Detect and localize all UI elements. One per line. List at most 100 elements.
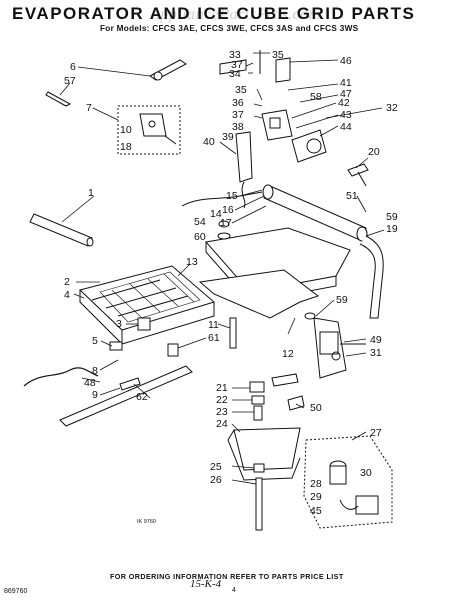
callout-43: 43: [340, 109, 352, 121]
part-34-bracket: [219, 50, 291, 83]
callout-32: 32: [386, 102, 398, 114]
callout-16: 16: [222, 204, 234, 216]
callout-20: 20: [368, 146, 380, 158]
part-7-bracket: [139, 113, 177, 145]
callout-14: 14: [210, 208, 222, 220]
callout-18: 18: [120, 141, 132, 153]
callout-47: 47: [340, 88, 352, 100]
part-21-fitting: [249, 373, 299, 393]
part-62-clip: [119, 377, 141, 391]
callout-37b: 37: [232, 109, 244, 121]
callout-61: 61: [208, 332, 220, 344]
part-50-clip: [287, 395, 305, 411]
part-20-thermostat: [347, 163, 369, 187]
part-38-wiring: [235, 131, 253, 209]
part-1-tube: [29, 213, 93, 247]
callout-7: 7: [86, 102, 92, 114]
part-44-motor: [291, 129, 327, 163]
callout-54: 54: [194, 216, 206, 228]
callout-40: 40: [203, 136, 215, 148]
callout-12: 12: [282, 348, 294, 360]
callout-9: 9: [92, 389, 98, 401]
part-3-heater: [137, 317, 151, 331]
part-9-tube: [59, 365, 193, 427]
part-25-nut: [253, 463, 265, 473]
callout-44: 44: [340, 121, 352, 133]
part-31-water-valve: [313, 317, 366, 379]
callout-31: 31: [370, 347, 382, 359]
callout-6: 6: [70, 61, 76, 73]
ordering-instruction: FOR ORDERING INFORMATION REFER TO PARTS …: [110, 572, 344, 581]
callout-46: 46: [340, 55, 352, 67]
part-19-drain-tube: [359, 235, 384, 319]
callout-59a: 59: [386, 211, 398, 223]
diagram-title: EVAPORATOR AND ICE CUBE GRID PARTS: [12, 4, 416, 23]
callout-37a: 37: [231, 59, 243, 71]
part-6-bracket: [149, 59, 187, 81]
part-42-switch: [261, 109, 293, 141]
callout-41: 41: [340, 77, 352, 89]
part-24-fill-cup: [227, 427, 301, 481]
callout-29: 29: [310, 491, 322, 503]
callout-36: 36: [232, 97, 244, 109]
callout-57: 57: [64, 75, 76, 87]
part-13-grid-tray: [79, 265, 216, 346]
callout-62: 62: [136, 391, 148, 403]
callout-8: 8: [92, 365, 98, 377]
callout-26: 26: [210, 474, 222, 486]
part-5-connector: [109, 341, 123, 351]
part-30-box: [355, 495, 379, 515]
callout-59b: 59: [336, 294, 348, 306]
callout-34: 34: [229, 68, 241, 80]
part-11-rod: [229, 317, 237, 349]
callout-19: 19: [386, 223, 398, 235]
part-22-nut: [251, 395, 265, 405]
callout-13: 13: [186, 256, 198, 268]
part-15-wire: [181, 191, 263, 207]
callout-35a: 35: [272, 49, 284, 61]
part-59-washer: [304, 312, 316, 320]
page-number: 4: [232, 587, 236, 594]
part-23-tube: [253, 405, 263, 421]
callout-15: 15: [226, 190, 238, 202]
callout-58: 58: [310, 91, 322, 103]
part-45-wire: [339, 499, 359, 510]
callout-22: 22: [216, 394, 228, 406]
callout-48: 48: [84, 377, 96, 389]
part-60-nut: [217, 220, 231, 240]
callout-11: 11: [208, 319, 219, 331]
callout-21: 21: [216, 382, 228, 394]
callout-4: 4: [64, 289, 70, 301]
part-48-wire-harness: [23, 367, 99, 387]
callout-25: 25: [210, 461, 222, 473]
callout-42: 42: [338, 97, 350, 109]
part-27-group-outline: [303, 435, 393, 529]
part-12-chute: [198, 269, 320, 319]
callout-35b: 35: [235, 84, 247, 96]
watermark: AppliancePartsPros.com: [150, 6, 321, 23]
callout-28: 28: [310, 478, 322, 490]
figure-reference: IK 9760: [137, 519, 156, 525]
callouts: 6 57 7 10 18 33 35 37 34 46 41 47 35 58 …: [64, 49, 398, 517]
callout-38: 38: [232, 121, 244, 133]
callout-39: 39: [222, 131, 234, 143]
callout-45: 45: [310, 505, 322, 517]
part-1-tube-end: [86, 237, 94, 247]
part-16-evaporator-tube: [262, 184, 368, 242]
callout-49: 49: [370, 334, 382, 346]
model-list: For Models: CFCS 3AE, CFCS 3WE, CFCS 3AS…: [100, 24, 359, 33]
callout-2: 2: [64, 276, 70, 288]
callout-24: 24: [216, 418, 228, 430]
handwritten-note: 15-K-4: [190, 578, 222, 590]
callout-17: 17: [220, 217, 232, 229]
callout-27: 27: [370, 427, 382, 439]
part-57-clip: [45, 91, 72, 107]
part-26-drain-tube: [255, 477, 263, 531]
callout-1: 1: [88, 187, 94, 199]
document-code: 869760: [4, 588, 28, 595]
callout-23: 23: [216, 406, 228, 418]
part-7-group-box: [117, 105, 181, 155]
callout-60: 60: [194, 231, 206, 243]
callout-51: 51: [346, 190, 358, 202]
